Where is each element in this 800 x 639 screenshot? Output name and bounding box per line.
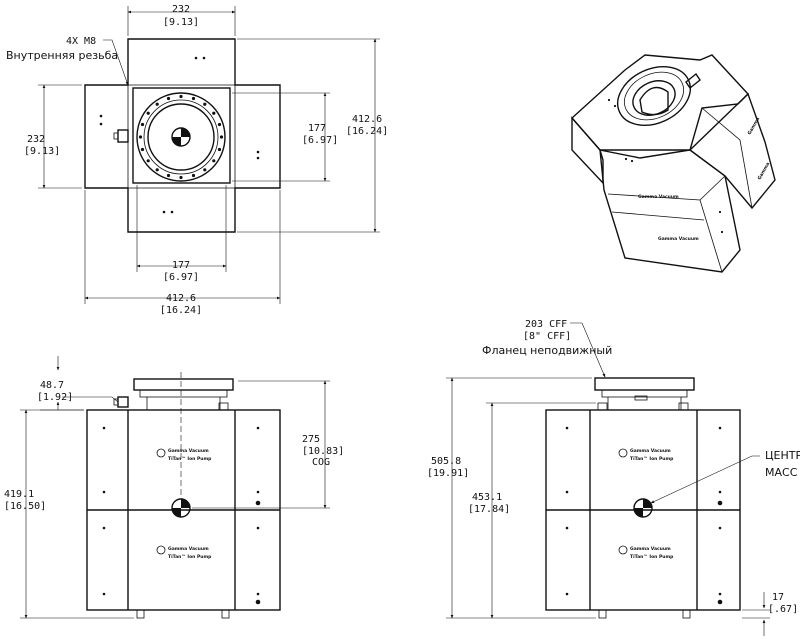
- front-offset-dim-in: [1.92]: [37, 392, 73, 403]
- inner-bottom-dim-in: [6.97]: [163, 272, 199, 283]
- side-height-dim-in: [17.84]: [468, 504, 510, 515]
- flange-bolt-hole: [212, 111, 216, 115]
- side-brand-top-2: TiTan™ Ion Pump: [630, 456, 674, 462]
- front-cog-dim: 275: [302, 434, 320, 445]
- flange-bolt-hole: [179, 94, 183, 99]
- left-height-dim-in: [9.13]: [24, 146, 60, 157]
- thread-qty: 4X M8: [66, 36, 96, 47]
- center-of-gravity-symbol: [171, 127, 191, 147]
- front-brand-bot-1: Gamma Vacuum: [168, 546, 209, 552]
- overall-right-dim: 412.6: [352, 114, 382, 125]
- left-height-dim: 232: [27, 134, 45, 145]
- thread-label: Внутренняя резьба: [6, 49, 118, 62]
- flange-bolt-hole: [155, 168, 159, 172]
- flange-bolt-hole: [146, 111, 150, 115]
- flange-bolt-hole: [203, 168, 207, 172]
- front-offset-dim: 48.7: [40, 380, 64, 391]
- top-width-dim: 232: [172, 4, 190, 15]
- front-cog-dim-in: [10.83]: [302, 446, 344, 457]
- svg-text:Gamma: Gamma: [757, 161, 772, 181]
- side-height-dim: 453.1: [472, 492, 502, 503]
- side-brand-bot-1: Gamma Vacuum: [630, 546, 671, 552]
- flange-bolt-hole: [203, 102, 207, 106]
- side-cog-symbol: [633, 498, 653, 518]
- flange-bolt-hole: [217, 147, 222, 152]
- front-height-dim-in: [16.50]: [4, 501, 46, 512]
- flange-bolt-hole: [155, 102, 159, 106]
- center-mass-label-1: ЦЕНТР: [765, 449, 800, 462]
- flange-bolt-hole: [140, 147, 145, 152]
- front-height-dim: 419.1: [4, 489, 34, 500]
- front-view: Gamma Vacuum TiTan™ Ion Pump Gamma Vacuu…: [4, 356, 344, 619]
- top-width-dim-in: [9.13]: [163, 17, 199, 28]
- flange-bolt-hole: [212, 159, 216, 163]
- front-cog-symbol: [171, 498, 191, 518]
- flange-bolt-hole: [219, 135, 224, 139]
- inner-right-dim-in: [6.97]: [302, 135, 338, 146]
- side-flange-dim-in: [8" CFF]: [523, 331, 571, 342]
- isometric-view: Gamma Vacuum Gamma Vacuum Gamma Gamma: [571, 54, 776, 273]
- flange-bolt-hole: [191, 96, 196, 101]
- top-view: 232 [9.13] 4X M8 Внутренняя резьба 232 […: [6, 4, 388, 316]
- front-cog-label: COG: [312, 457, 330, 468]
- side-total-dim: 505.8: [431, 456, 461, 467]
- overall-right-dim-in: [16.24]: [346, 126, 388, 137]
- center-mass-label-2: МАСС: [765, 466, 798, 479]
- overall-bottom-dim: 412.6: [166, 293, 196, 304]
- flange-bolt-hole: [179, 175, 183, 180]
- side-brand-top-1: Gamma Vacuum: [630, 448, 671, 454]
- flange-bolt-hole: [138, 135, 143, 139]
- svg-text:Gamma Vacuum: Gamma Vacuum: [638, 194, 679, 200]
- svg-text:Gamma Vacuum: Gamma Vacuum: [658, 236, 699, 242]
- flange-bolt-hole: [146, 159, 150, 163]
- flange-bolt-ring: [138, 94, 224, 180]
- flange-bolt-hole: [166, 173, 171, 178]
- flange-bolt-hole: [166, 96, 171, 101]
- overall-bottom-dim-in: [16.24]: [160, 305, 202, 316]
- flange-bolt-hole: [217, 122, 222, 127]
- side-foot-dim: 17: [772, 592, 784, 603]
- front-brand-bot-2: TiTan™ Ion Pump: [168, 554, 212, 560]
- side-brand-bot-2: TiTan™ Ion Pump: [630, 554, 674, 560]
- inner-bottom-dim: 177: [172, 260, 190, 271]
- flange-bolt-hole: [191, 173, 196, 178]
- side-flange-dim: 203 CFF: [525, 319, 567, 330]
- front-brand-top-1: Gamma Vacuum: [168, 448, 209, 454]
- front-brand-top-2: TiTan™ Ion Pump: [168, 456, 212, 462]
- flange-bolt-hole: [140, 122, 145, 127]
- side-flange-label: Фланец неподвижный: [482, 344, 612, 357]
- inner-right-dim: 177: [308, 123, 326, 134]
- side-foot-dim-in: [.67]: [768, 604, 798, 615]
- side-view: Gamma Vacuum TiTan™ Ion Pump Gamma Vacuu…: [427, 319, 800, 636]
- side-total-dim-in: [19.91]: [427, 468, 469, 479]
